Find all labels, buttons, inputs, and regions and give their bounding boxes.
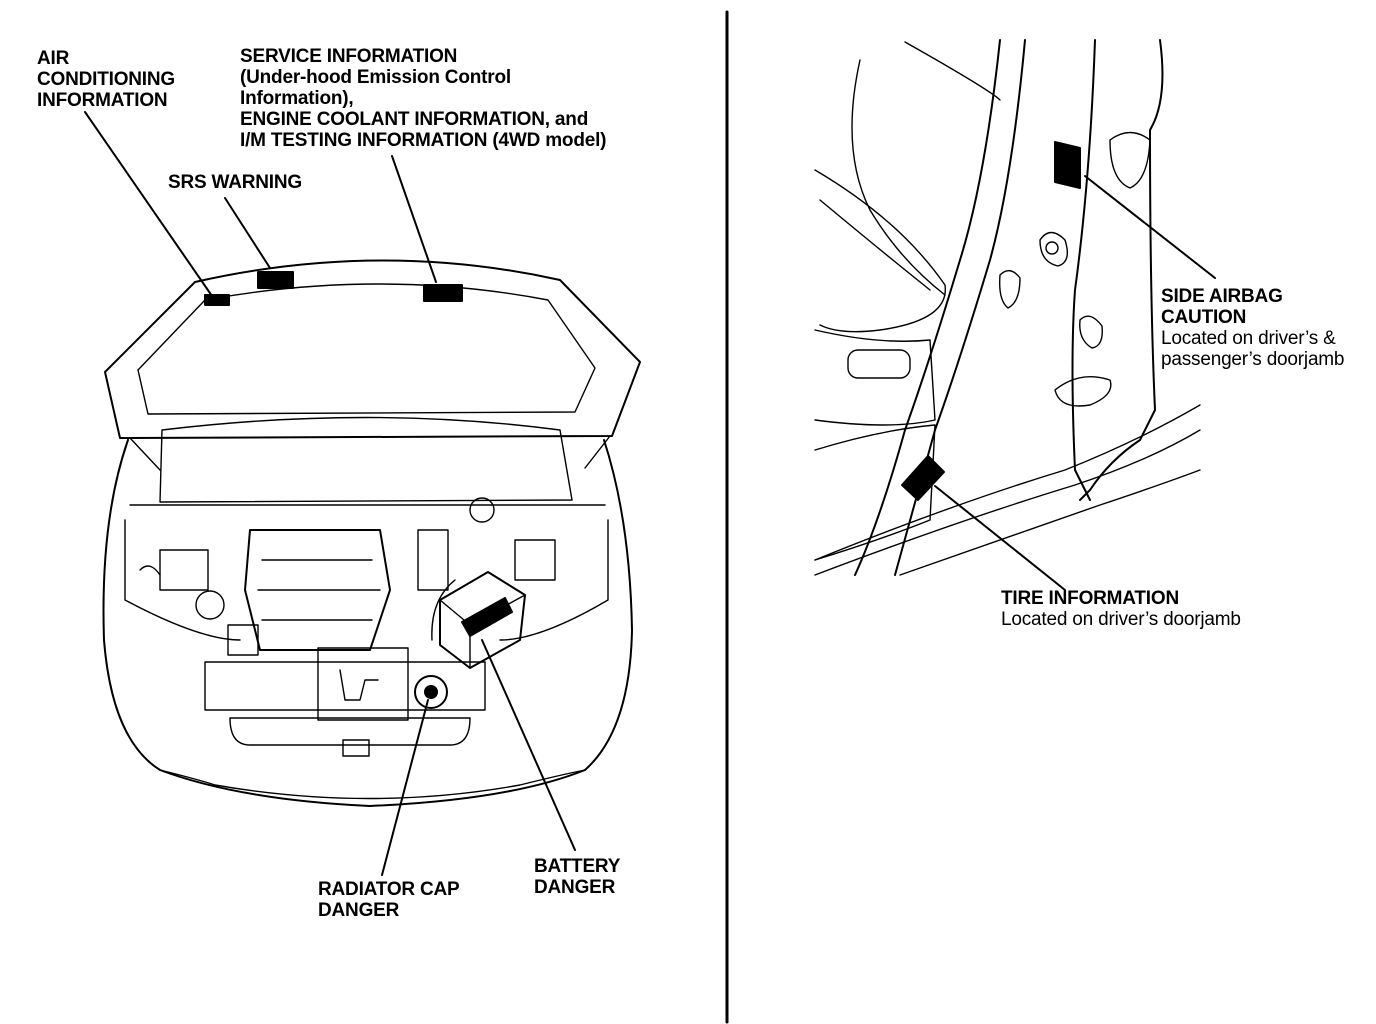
radiator-cap-leader <box>381 699 429 876</box>
service-info-line-4: ENGINE COOLANT INFORMATION, and <box>240 109 589 130</box>
radiator-cap-line-2: DANGER <box>318 900 400 921</box>
radiator-cap-label: RADIATOR CAP DANGER <box>318 879 460 921</box>
side-airbag-title-1: SIDE AIRBAG <box>1161 286 1283 307</box>
service-info-label: SERVICE INFORMATION (Under-hood Emission… <box>240 46 606 151</box>
ac-info-line-3: INFORMATION <box>37 90 168 111</box>
ac-info-label: AIR CONDITIONING INFORMATION <box>37 48 175 111</box>
battery-label-patch <box>461 597 513 637</box>
ac-info-line-1: AIR <box>37 48 70 69</box>
tire-info-title: TIRE INFORMATION <box>1001 588 1179 609</box>
srs-warning-leader <box>224 197 271 269</box>
doorjamb-drawing <box>814 39 1201 576</box>
side-airbag-patch <box>1054 141 1081 189</box>
service-info-line-2: (Under-hood Emission Control <box>240 67 511 88</box>
service-info-patch <box>423 284 463 302</box>
tire-info-label: TIRE INFORMATION Located on driver’s doo… <box>1001 588 1241 630</box>
side-airbag-note-2: passenger’s doorjamb <box>1161 349 1345 370</box>
battery-line-2: DANGER <box>534 877 616 898</box>
ac-info-leader <box>84 111 213 297</box>
tire-info-patch <box>901 455 945 501</box>
service-info-line-5: I/M TESTING INFORMATION (4WD model) <box>240 130 607 151</box>
side-airbag-leader <box>1084 175 1216 279</box>
service-info-line-3: Information), <box>240 88 354 109</box>
tire-info-leader <box>934 485 1066 591</box>
side-airbag-note-1: Located on driver’s & <box>1161 328 1336 349</box>
battery-label: BATTERY DANGER <box>534 856 620 898</box>
srs-warning-patch <box>257 271 294 289</box>
battery-line-1: BATTERY <box>534 856 621 877</box>
ac-info-patch <box>204 294 230 306</box>
side-airbag-title-2: CAUTION <box>1161 307 1247 328</box>
ac-info-line-2: CONDITIONING <box>37 69 175 90</box>
engine-bay-drawing <box>102 259 641 807</box>
radiator-cap-line-1: RADIATOR CAP <box>318 879 460 900</box>
srs-warning-label: SRS WARNING <box>168 172 302 193</box>
battery-leader <box>481 639 576 851</box>
tire-info-note: Located on driver’s doorjamb <box>1001 609 1241 630</box>
side-airbag-label: SIDE AIRBAG CAUTION Located on driver’s … <box>1161 286 1366 370</box>
service-info-line-1: SERVICE INFORMATION <box>240 46 458 67</box>
service-info-leader <box>391 155 437 283</box>
